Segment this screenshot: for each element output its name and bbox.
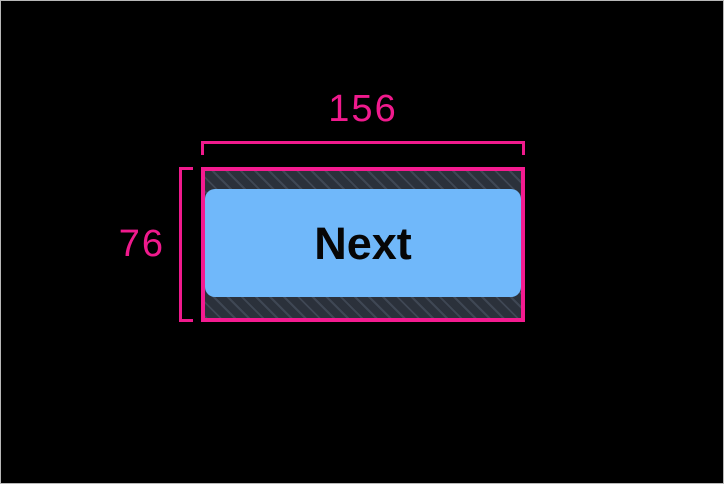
element-bounding-box-highlight[interactable]: Next [201, 167, 525, 322]
next-button[interactable]: Next [205, 189, 521, 297]
next-button-label: Next [314, 217, 412, 269]
height-measurement-label: 76 [118, 223, 165, 265]
height-measurement-bracket [179, 167, 193, 322]
width-measurement-bracket [201, 141, 525, 155]
width-measurement-label: 156 [328, 88, 398, 130]
padding-hatch-top [205, 171, 521, 193]
